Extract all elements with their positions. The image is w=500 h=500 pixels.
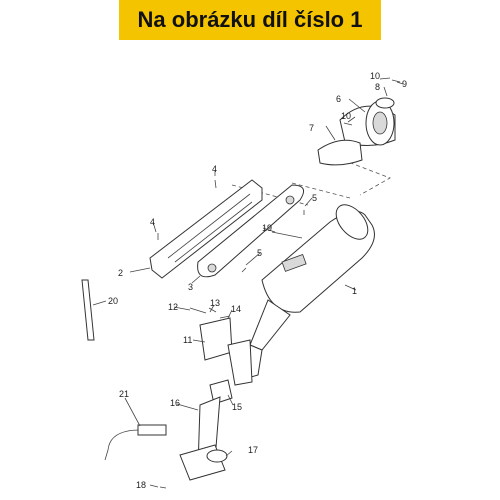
heat-shield-outer-part bbox=[149, 179, 263, 279]
label-part-10b: 10 bbox=[341, 111, 351, 121]
label-part-12: 12 bbox=[168, 302, 178, 312]
label-part-4a: 4 bbox=[212, 164, 217, 174]
label-part-4b: 4 bbox=[150, 217, 155, 227]
label-part-14: 14 bbox=[231, 304, 241, 314]
label-part-5b: 5 bbox=[257, 248, 262, 258]
label-part-2: 2 bbox=[118, 268, 123, 278]
heat-shield-outer-slots bbox=[167, 193, 253, 263]
label-part-7: 7 bbox=[309, 123, 314, 133]
heat-shield-inner-part bbox=[197, 184, 305, 278]
gasket-part bbox=[375, 97, 395, 109]
label-part-19: 19 bbox=[262, 223, 272, 233]
label-part-15: 15 bbox=[232, 402, 242, 412]
gasket-ring-part bbox=[206, 449, 228, 463]
label-part-1: 1 bbox=[352, 286, 357, 296]
collar-part bbox=[209, 379, 233, 405]
sensor-cable-part bbox=[104, 429, 141, 461]
hanger-part bbox=[227, 339, 253, 386]
label-part-20: 20 bbox=[108, 296, 118, 306]
label-part-10a: 10 bbox=[370, 71, 380, 81]
label-part-3: 3 bbox=[188, 282, 193, 292]
label-part-9: 9 bbox=[402, 79, 407, 89]
title-banner: Na obrázku díl číslo 1 bbox=[119, 0, 381, 40]
label-part-6: 6 bbox=[336, 94, 341, 104]
label-part-17: 17 bbox=[248, 445, 258, 455]
band-part bbox=[317, 139, 363, 166]
cable-tie-part bbox=[81, 279, 95, 341]
bolt-part bbox=[271, 231, 303, 239]
label-part-18: 18 bbox=[136, 480, 146, 490]
label-part-11: 11 bbox=[183, 335, 192, 345]
label-part-8: 8 bbox=[375, 82, 380, 92]
label-part-13: 13 bbox=[210, 298, 220, 308]
label-part-5a: 5 bbox=[312, 193, 317, 203]
label-part-21: 21 bbox=[119, 389, 129, 399]
bracket-part bbox=[199, 317, 233, 361]
banner-title: Na obrázku díl číslo 1 bbox=[137, 7, 363, 32]
label-part-16: 16 bbox=[170, 398, 180, 408]
sensor-part bbox=[137, 424, 167, 436]
screw-part bbox=[343, 79, 401, 126]
